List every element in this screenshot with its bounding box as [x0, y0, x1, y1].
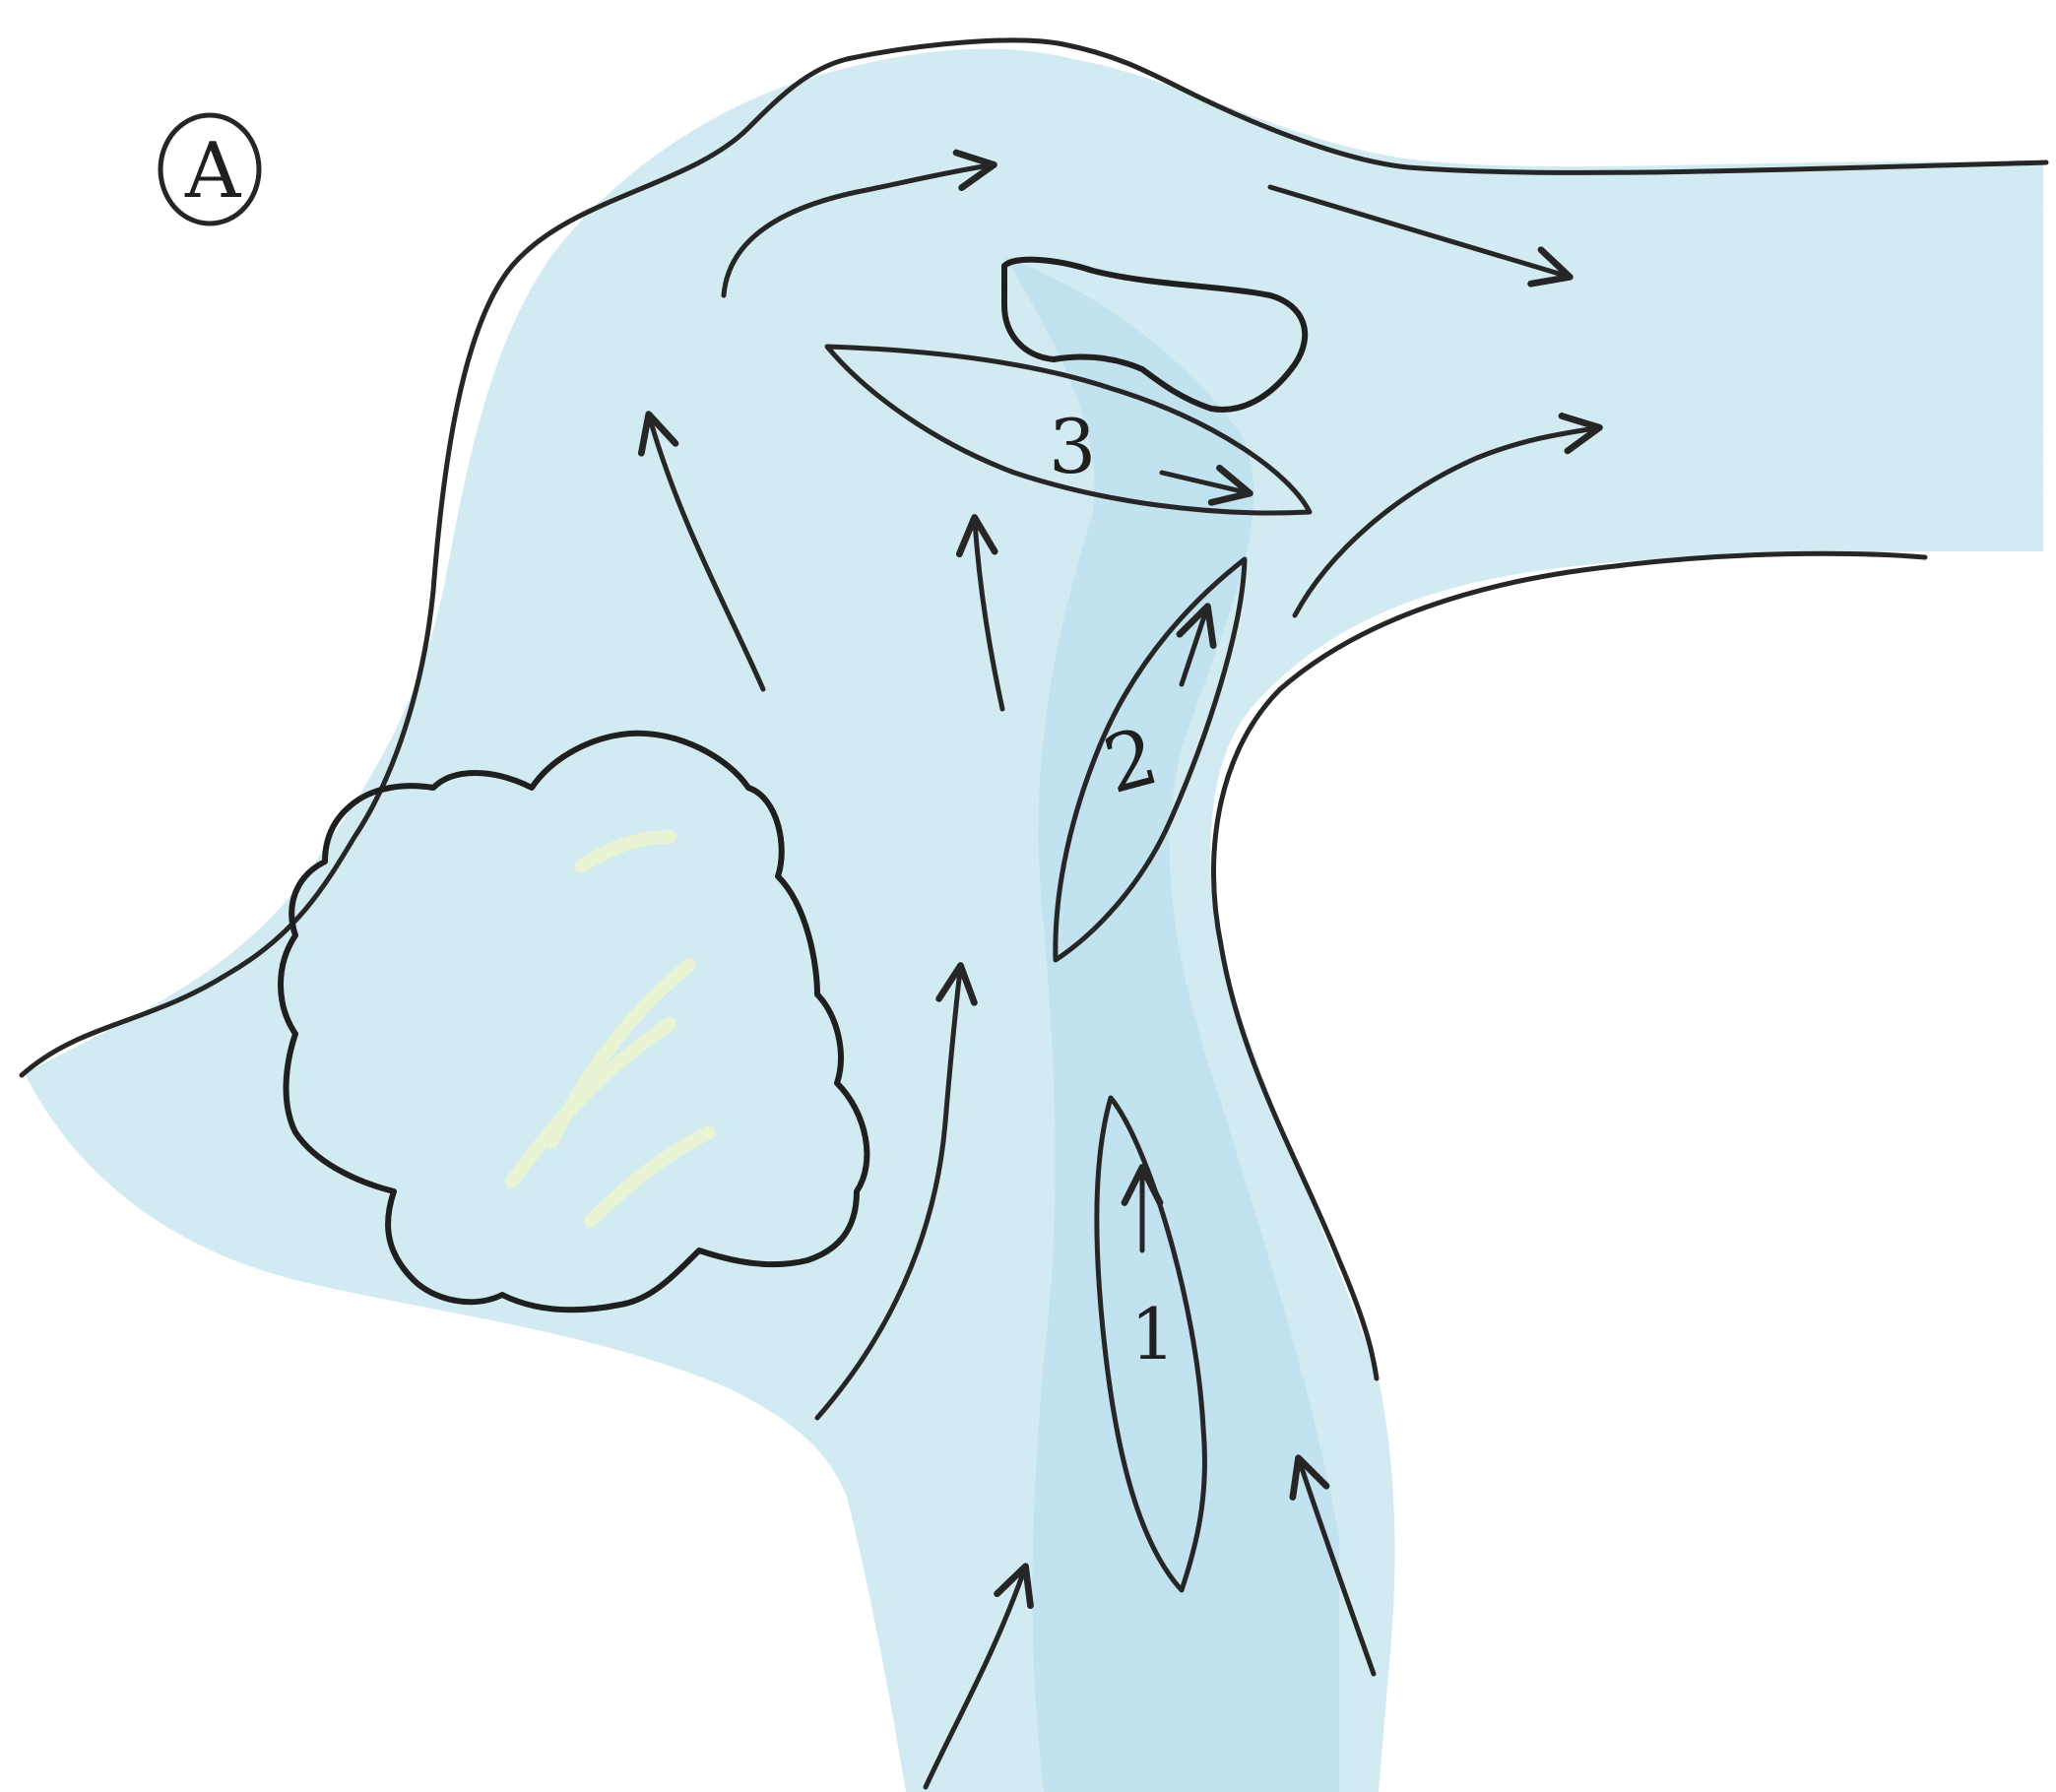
- boat-1-label: 1: [1130, 1293, 1176, 1376]
- river-water: [25, 49, 2043, 1792]
- boat-3-label: 3: [1049, 403, 1096, 490]
- panel-label: A: [161, 115, 259, 224]
- panel-label-text: A: [184, 127, 242, 216]
